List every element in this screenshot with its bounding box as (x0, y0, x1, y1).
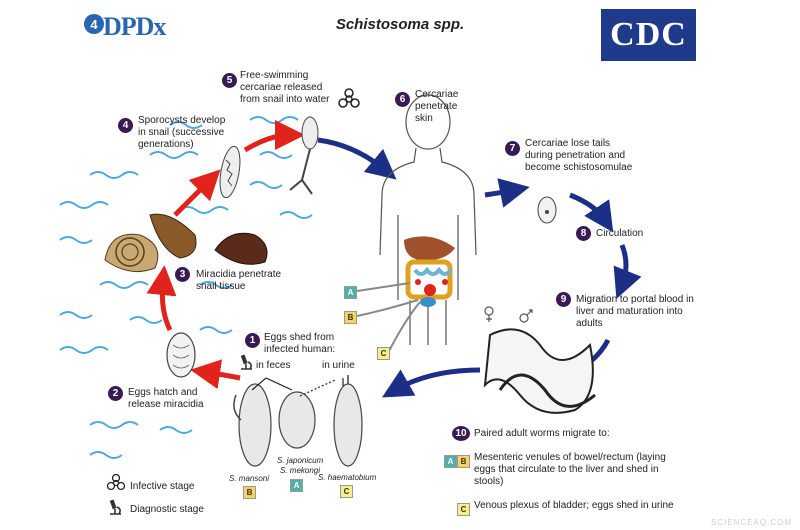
page-title: Schistosoma spp. (335, 16, 465, 33)
svg-text:4: 4 (90, 17, 98, 32)
species-haematobium: S. haematobium (318, 473, 377, 482)
step-label-10: Paired adult worms migrate to: (474, 428, 610, 439)
dpdx-logo-text: DPDx (103, 12, 166, 41)
step-label-5: Free-swimming cercariae released from sn… (240, 70, 330, 105)
species-haematobium-tag: C (340, 485, 353, 498)
step-number-10: 10 (452, 426, 470, 441)
snails (104, 213, 268, 273)
destination-mesenteric: Mesenteric venules of bowel/rectum (layi… (474, 452, 666, 487)
body-tag-b: B (344, 311, 357, 324)
dpdx-logo: 4 (84, 12, 104, 41)
watermark: SCIENCEAQ.COM (710, 518, 792, 527)
step-number-8: 8 (576, 226, 591, 241)
step-label-1: Eggs shed from infected human: (264, 332, 336, 355)
sporocyst (219, 145, 241, 199)
step-label-4: Sporocysts develop in snail (successive … (138, 115, 226, 150)
body-tag-a: A (344, 286, 357, 299)
species-mansoni-tag: B (243, 486, 256, 499)
schistosomulum (537, 196, 557, 224)
destination-tag-c: C (457, 503, 470, 516)
step-label-2: Eggs hatch and release miracidia (128, 387, 204, 410)
human-body-outline (379, 94, 477, 345)
step-label-3: Miracidia penetrate snail tissue (196, 269, 282, 292)
water-waves (59, 116, 313, 459)
internal-organs (404, 236, 455, 307)
body-tag-c: C (377, 347, 390, 360)
gender-symbols (484, 306, 533, 323)
species-mansoni: S. mansoni (229, 474, 270, 483)
step-number-5: 5 (222, 73, 237, 88)
step-number-7: 7 (505, 141, 520, 156)
destination-tag-a: A (444, 455, 457, 468)
red-arrows (146, 120, 305, 390)
legend-biohazard-icon (106, 473, 126, 497)
step-number-3: 3 (175, 267, 190, 282)
species-japonicum-tag: A (290, 479, 303, 492)
in-feces-label: in feces (256, 360, 291, 371)
step-number-6: 6 (395, 92, 410, 107)
legend-microscope-icon (107, 499, 123, 522)
miracidium (166, 332, 196, 378)
microscope-icon (238, 354, 254, 377)
legend-infective-label: Infective stage (130, 481, 195, 492)
in-urine-label: in urine (322, 360, 355, 371)
step-number-9: 9 (556, 292, 571, 307)
step-number-2: 2 (108, 386, 123, 401)
step-label-9: Migration to portal blood in liver and m… (576, 294, 694, 329)
destination-tag-b: B (457, 455, 470, 468)
step-number-1: 1 (245, 333, 260, 348)
step-label-8: Circulation (596, 228, 644, 239)
species-japonicum: S. japonicum (277, 456, 324, 465)
dpdx-logo-mark-icon: 4 (84, 14, 104, 34)
eggs (233, 375, 363, 467)
step-label-7: Cercariae lose tails during penetration … (525, 138, 633, 173)
biohazard-icon (338, 88, 360, 115)
legend-diagnostic-label: Diagnostic stage (130, 504, 204, 515)
step-label-6: Cercariae penetrate skin (415, 89, 459, 124)
adult-worms (483, 328, 596, 414)
step-number-4: 4 (118, 118, 133, 133)
species-mekongi: S. mekongi (280, 466, 321, 475)
egg-source-lines (251, 377, 344, 397)
cercaria (289, 116, 319, 195)
destination-bladder: Venous plexus of bladder; eggs shed in u… (474, 500, 674, 511)
tag-connectors (356, 282, 421, 354)
cdc-logo: CDC (601, 9, 696, 61)
